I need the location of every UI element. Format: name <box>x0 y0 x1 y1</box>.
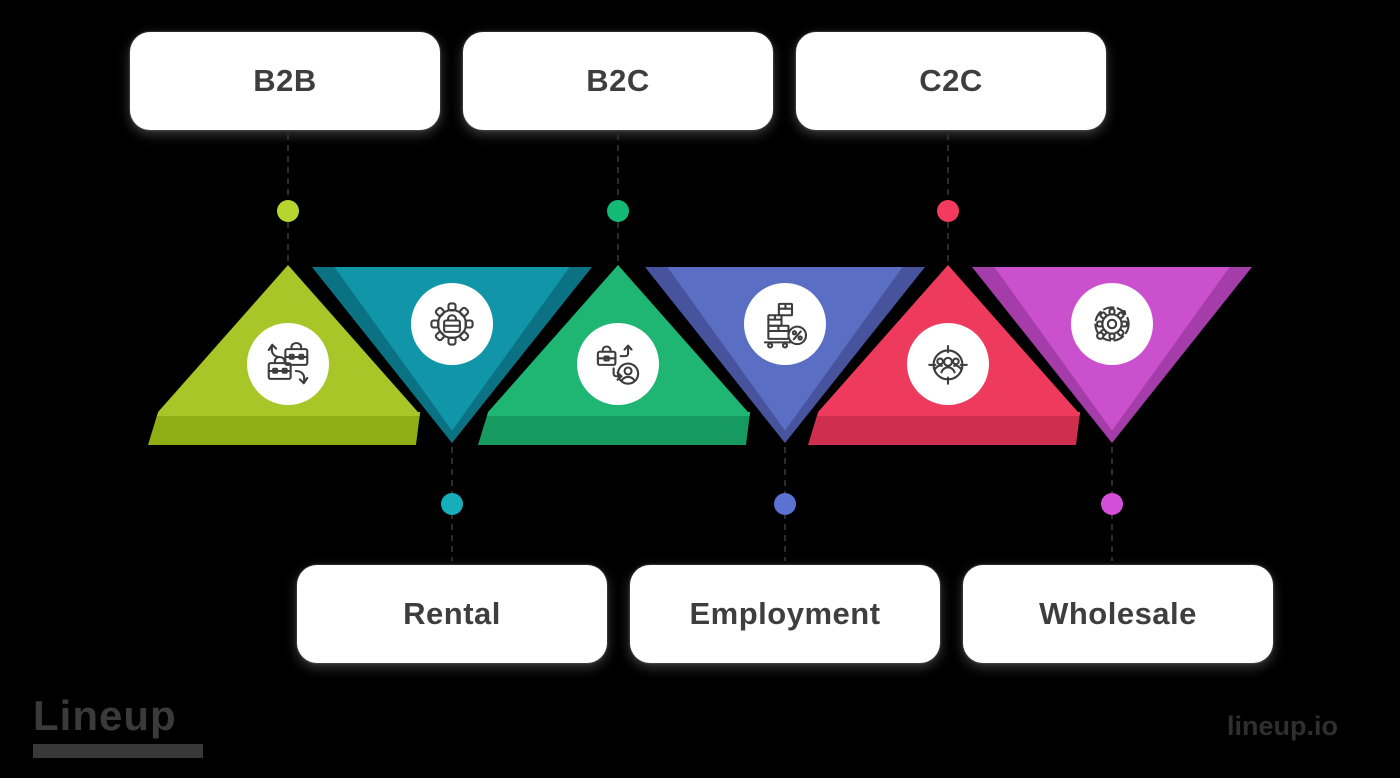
icon-circle <box>1071 283 1153 365</box>
triangle-b2c <box>478 265 758 445</box>
label-rental: Rental <box>403 596 501 631</box>
connector-line-c2c <box>947 134 949 262</box>
gear-briefcase-icon <box>430 302 474 346</box>
gear-orbit-icon <box>1094 306 1130 342</box>
label-box-rental: Rental <box>297 565 607 663</box>
triangle-b2b <box>148 265 428 445</box>
label-box-b2b: B2B <box>130 32 440 130</box>
dot-b2c <box>607 200 629 222</box>
label-box-wholesale: Wholesale <box>963 565 1273 663</box>
icon-circle <box>577 323 659 405</box>
label-employment: Employment <box>689 596 881 631</box>
icon-circle <box>907 323 989 405</box>
triangle-c2c <box>808 265 1088 445</box>
triangle-rental <box>312 267 592 443</box>
label-c2c: C2C <box>919 63 983 98</box>
label-b2b: B2B <box>253 63 317 98</box>
dot-rental <box>441 493 463 515</box>
label-wholesale: Wholesale <box>1039 596 1197 631</box>
briefcase-person-icon <box>596 344 640 385</box>
boxes-trolley-percent-icon <box>763 302 808 349</box>
site-watermark: lineup.io <box>1227 711 1338 741</box>
brand-logo-underline <box>33 744 203 758</box>
connector-line-b2b <box>287 134 289 262</box>
triangle-base <box>148 412 421 445</box>
label-box-employment: Employment <box>630 565 940 663</box>
brand-logo-text: Lineup <box>33 692 177 739</box>
dot-c2c <box>937 200 959 222</box>
dot-b2b <box>277 200 299 222</box>
triangle-base <box>808 412 1081 445</box>
briefcase-exchange-icon <box>267 342 309 385</box>
icon-circle <box>247 323 329 405</box>
connector-line-b2c <box>617 134 619 262</box>
icon-circle <box>744 283 826 365</box>
label-b2c: B2C <box>586 63 650 98</box>
icon-circle <box>411 283 493 365</box>
triangle-base <box>478 412 751 445</box>
brand-logo: Lineup <box>33 692 203 758</box>
dot-employment <box>774 493 796 515</box>
label-box-b2c: B2C <box>463 32 773 130</box>
dot-wholesale <box>1101 493 1123 515</box>
people-target-icon <box>928 345 968 385</box>
label-box-c2c: C2C <box>796 32 1106 130</box>
